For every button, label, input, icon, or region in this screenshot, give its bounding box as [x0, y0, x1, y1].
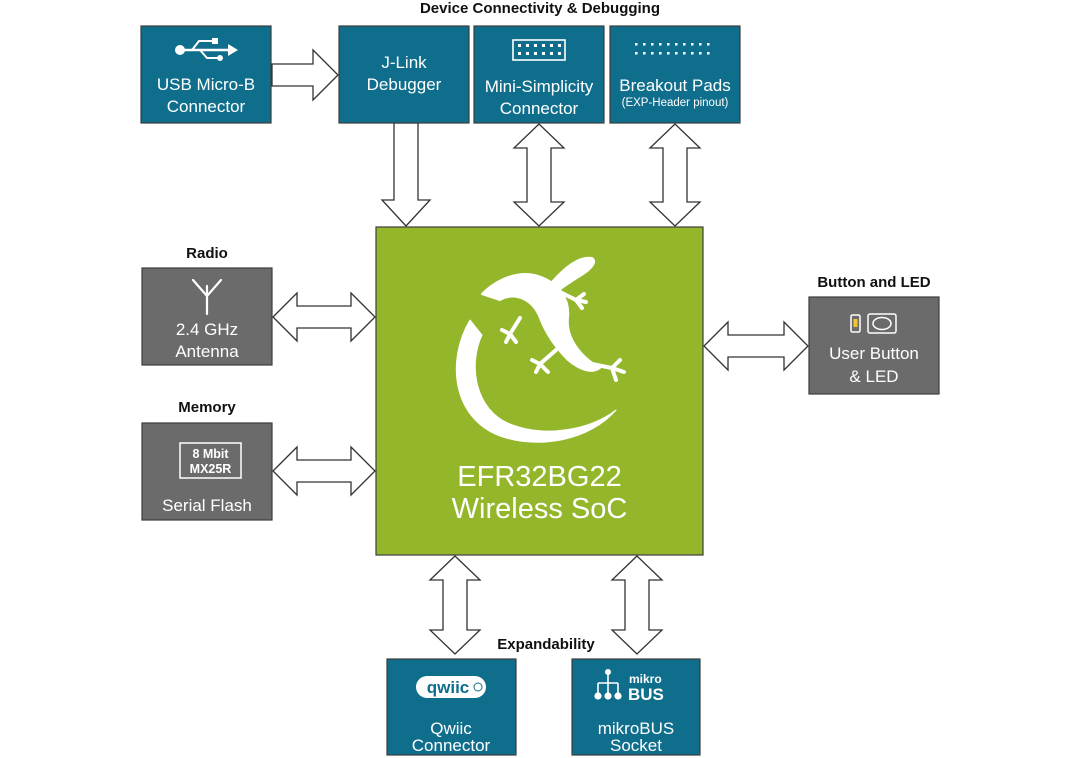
button-led-box: User Button & LED: [808, 296, 940, 395]
heading-expandability: Expandability: [497, 636, 595, 653]
mikrobus-socket-box: mikro BUS mikroBUS Socket: [571, 658, 701, 756]
usb-icon: [175, 38, 238, 61]
antenna-box: 2.4 GHz Antenna: [141, 267, 273, 366]
heading-radio: Radio: [186, 245, 228, 262]
arrow-jlink-to-soc: [380, 122, 432, 227]
button-led-label-line2: & LED: [849, 367, 898, 386]
button-led-label-line1: User Button: [829, 344, 919, 363]
qwiic-label-line1: Qwiic: [430, 719, 472, 738]
breakout-label-line1: Breakout Pads: [619, 76, 731, 95]
arrow-usb-to-jlink: [271, 48, 339, 102]
qwiic-connector-box: qwiic Qwiic Connector: [386, 658, 517, 756]
gecko-logo: [455, 256, 626, 443]
flash-chip-line2: MX25R: [190, 462, 232, 476]
soc-box: EFR32BG22 Wireless SoC: [375, 226, 704, 556]
heading-button-led: Button and LED: [817, 274, 930, 291]
jlink-label-line2: Debugger: [367, 75, 442, 94]
pin-header-icon: [512, 39, 566, 61]
mini-simplicity-box: Mini-Simplicity Connector: [473, 25, 605, 124]
flash-chip-line1: 8 Mbit: [192, 447, 229, 461]
qwiic-label-line2: Connector: [412, 736, 491, 755]
usb-label-line2: Connector: [167, 97, 246, 116]
mikrobus-logo-bottom: BUS: [628, 685, 664, 704]
jlink-label-line1: J-Link: [381, 53, 427, 72]
usb-label-line1: USB Micro-B: [157, 75, 255, 94]
qwiic-logo-text: qwiic: [427, 678, 470, 697]
antenna-icon: [191, 278, 223, 316]
flash-label: Serial Flash: [162, 496, 252, 515]
breakout-pads-box: Breakout Pads (EXP-Header pinout): [609, 25, 741, 124]
arrow-mini-simplicity-soc: [512, 123, 566, 227]
mikrobus-logo: mikro BUS: [594, 668, 664, 704]
mikrobus-logo-top: mikro: [629, 672, 662, 686]
qwiic-logo: qwiic: [416, 676, 486, 698]
breakout-label-line2: (EXP-Header pinout): [622, 97, 729, 109]
usb-connector-box: USB Micro-B Connector: [140, 25, 272, 124]
mikrobus-label-line1: mikroBUS: [598, 719, 675, 738]
arrow-soc-mikrobus: [610, 555, 664, 655]
soc-label-line2: Wireless SoC: [452, 493, 628, 525]
antenna-label-line1: 2.4 GHz: [176, 320, 238, 339]
mini-simplicity-label-line1: Mini-Simplicity: [485, 77, 594, 96]
arrow-breakout-soc: [648, 123, 702, 227]
pad-row-icon: [635, 43, 710, 55]
arrow-soc-button: [703, 320, 809, 372]
mikrobus-label-line2: Socket: [610, 736, 662, 755]
antenna-label-line2: Antenna: [175, 342, 239, 361]
heading-connectivity: Device Connectivity & Debugging: [420, 0, 660, 17]
mini-simplicity-label-line2: Connector: [500, 99, 579, 118]
arrow-soc-qwiic: [428, 555, 482, 655]
arrow-antenna-soc: [272, 291, 376, 343]
flash-chip-icon: 8 Mbit MX25R: [179, 442, 242, 479]
heading-memory: Memory: [178, 399, 236, 416]
serial-flash-box: 8 Mbit MX25R Serial Flash: [141, 422, 273, 521]
arrow-flash-soc: [272, 445, 376, 497]
button-led-icon: [850, 313, 897, 334]
jlink-debugger-box: J-Link Debugger: [338, 25, 470, 124]
soc-label-line1: EFR32BG22: [457, 461, 621, 493]
